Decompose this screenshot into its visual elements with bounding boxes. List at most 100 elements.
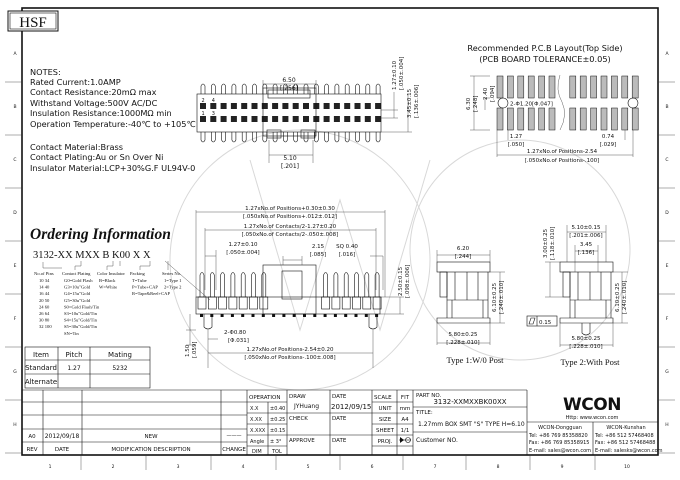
ordering-option: 20 50 (39, 298, 50, 303)
ordering-option: G5=30u"Gold (64, 298, 91, 303)
revision-header: REV (26, 447, 37, 453)
ordering-title: Ordering Information (30, 226, 171, 243)
pcb-pad (621, 75, 629, 99)
pin (375, 132, 381, 143)
zone-column-marker: 3 (177, 464, 180, 470)
flatness-value: 0.15 (539, 320, 552, 326)
operation-label: OPERATION (249, 395, 280, 401)
scale-value: FIT (401, 395, 410, 401)
pcb-pad (496, 75, 504, 99)
tolerance-cell: ±0.40 (270, 406, 285, 412)
date-label: DATE (332, 438, 347, 444)
pin (200, 132, 206, 143)
smt-tail (200, 314, 203, 317)
ordering-column-header: Series No. (162, 271, 181, 276)
tolerance-cell: ±0.15 (270, 428, 285, 434)
smt-tail (354, 314, 358, 317)
pcb-pad (611, 75, 618, 99)
ordering-column-header: Contact Plating (62, 271, 91, 276)
pin (241, 83, 247, 94)
contact-square (282, 103, 289, 109)
zone-row-marker: C (665, 157, 668, 163)
dimension-label: [.050xNo.of Positions+.012±.012] (243, 214, 337, 220)
dimension-label: 2.40 (483, 87, 489, 100)
dimension-label: 1.27 (510, 134, 523, 140)
pin (221, 132, 226, 143)
pin (262, 83, 268, 94)
zone-row-marker: A (665, 51, 669, 57)
revision-cell: ——— (227, 433, 242, 439)
pcb-pad (579, 107, 587, 131)
contact-square (220, 116, 227, 122)
pin (365, 83, 371, 94)
contact-square (364, 116, 371, 122)
pin (231, 83, 237, 94)
pin (231, 132, 237, 143)
office-kunshan-email[interactable]: E-mail: salesks@wcon.com (595, 448, 663, 454)
dimension-label: 6.50 (282, 77, 296, 84)
smt-tail (375, 314, 379, 317)
contact-square (210, 116, 217, 122)
pin (272, 83, 278, 94)
pin (221, 83, 226, 94)
dimension-label: [.136±.006] (414, 85, 420, 118)
pcb-pad (527, 75, 535, 99)
pin (272, 132, 278, 143)
note-line: Insulation Resistance:1000MΩ min (30, 108, 172, 118)
dimension-label: [Φ.047] (532, 102, 553, 108)
dimension-label: [.244] (455, 254, 472, 260)
ordering-option: 2=Type 2 (164, 285, 182, 290)
pin-housing (238, 296, 248, 310)
pin (364, 272, 370, 297)
pin (211, 83, 216, 94)
ordering-option: 32 100 (39, 324, 52, 329)
dimension-label: 5.80±0.25 (571, 336, 601, 342)
pin (241, 132, 247, 143)
office-dongguan-email[interactable]: E-mail: sales@wcon.com (529, 448, 591, 454)
dimension-label: 1.50 (185, 344, 191, 357)
dimension-label: [.050] (508, 142, 525, 148)
note-line: Rated Current:1.0AMP (30, 77, 121, 87)
dimension-label: [.029] (600, 142, 617, 148)
notes: NOTES: Rated Current:1.0AMP Contact Resi… (30, 67, 196, 173)
mating-cell: Alternate (25, 378, 57, 386)
dimension-label: 5.10 (283, 155, 297, 162)
dimension-label: 1.27xNo.of Positions-2.54 (527, 149, 598, 155)
ordering-option: T=Tube (132, 278, 147, 283)
zone-row-marker: C (13, 157, 16, 163)
ordering-option: S5=30u"Gold/Tin (64, 324, 98, 329)
dimension-label: 2.50±0.15 (398, 266, 404, 296)
ordering-option: S3=10u"Gold/Tin (64, 311, 98, 316)
part-no-label: PART NO. (416, 393, 441, 399)
contact-square (333, 116, 340, 122)
dimension-label: [Φ.031] (228, 338, 249, 344)
dimension-label: 5.10±0.15 (571, 225, 601, 231)
pin (251, 272, 256, 297)
pcb-pad (517, 107, 525, 131)
contact-square (220, 103, 227, 109)
dimension-label: [.228±.010] (569, 344, 602, 350)
revision-header: CHANGE (222, 447, 246, 453)
pin-housing (321, 296, 330, 310)
dimension-label: [.201] (281, 163, 299, 170)
revision-header: DATE (55, 447, 70, 453)
zone-row-marker: H (665, 422, 668, 428)
dimension-label: 2-Φ1.20 (510, 102, 533, 108)
ordering-option: 16 44 (39, 291, 50, 296)
company-url[interactable]: Http: www.wcon.com (566, 415, 619, 421)
ordering-column-header: Packing (130, 271, 146, 276)
contact-square (354, 116, 361, 122)
hsf-logo-text: HSF (19, 15, 47, 31)
dimension-label: [.094] (490, 85, 496, 102)
pin (334, 83, 340, 94)
pcb-pad (569, 75, 577, 99)
smt-tail (323, 314, 327, 317)
pin (344, 83, 350, 94)
smt-tail (210, 314, 214, 317)
contact-square (261, 116, 268, 122)
pin (283, 132, 288, 143)
pin (199, 272, 205, 297)
pcb-pad (631, 107, 639, 131)
revision-cell: A0 (28, 434, 36, 440)
